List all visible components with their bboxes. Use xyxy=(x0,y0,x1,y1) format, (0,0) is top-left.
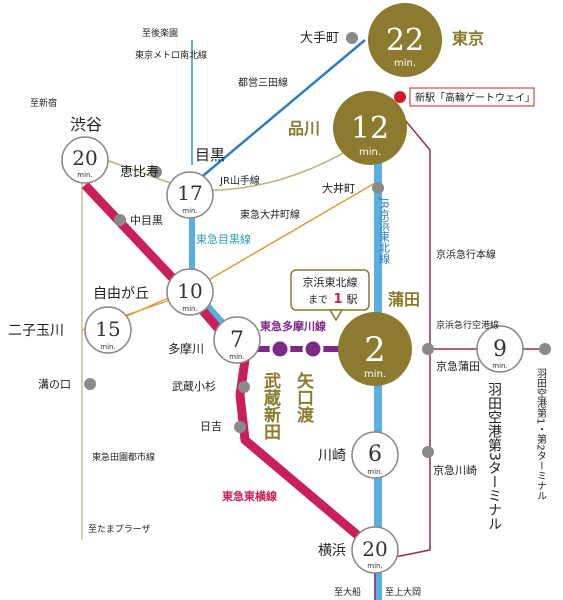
direction-tama-plaza: 至たまプラーザ xyxy=(88,524,151,535)
hub-kamata-name: 蒲田 xyxy=(388,290,420,309)
keikyu-airport-line-label: 京浜急行空港線 xyxy=(436,319,499,331)
mita-line-label: 都営三田線 xyxy=(238,76,288,89)
svg-text:17: 17 xyxy=(177,181,202,205)
meguro-line-label: 東急目黒線 xyxy=(196,232,251,246)
mita-line xyxy=(191,39,366,186)
otemachi-label: 大手町 xyxy=(300,31,339,46)
jiyugaoka-name: 自由が丘 xyxy=(93,286,149,302)
mizonokuchi-label: 溝の口 xyxy=(38,378,71,391)
station-dot-keikyu-kamata xyxy=(422,343,434,355)
svg-text:min.: min. xyxy=(367,562,382,570)
svg-text:min.: min. xyxy=(182,207,197,215)
time-station-tamagawa: 7 min. xyxy=(213,316,261,364)
time-station-meguro: 17 min. xyxy=(166,171,214,219)
svg-text:6: 6 xyxy=(368,442,382,467)
takanawa-box xyxy=(409,87,535,107)
station-dot-takanawa xyxy=(394,91,406,103)
svg-text:9: 9 xyxy=(493,337,507,362)
time-station-kawasaki: 6 min. xyxy=(351,431,399,479)
musashikosugi-label: 武蔵小杉 xyxy=(172,379,216,393)
futakotamagawa-name: 二子玉川 xyxy=(8,323,64,339)
hub-tokyo: 22 min. xyxy=(368,3,442,77)
haneda3-name: 羽田空港第3ターミナル xyxy=(486,382,502,531)
ebisu-label: 恵比寿 xyxy=(120,165,159,180)
svg-text:min.: min. xyxy=(367,468,382,476)
haneda12-label: 羽田空港第1・第2ターミナル xyxy=(535,368,547,501)
time-station-haneda3: 9 min. xyxy=(476,325,524,373)
callout-unit: 駅 xyxy=(347,293,358,306)
svg-text:15: 15 xyxy=(95,317,120,341)
time-station-yokohama: 20 min. xyxy=(351,526,399,574)
keihin-callout: 京浜東北線 まで 1 駅 xyxy=(290,269,370,322)
callout-made: まで xyxy=(308,294,328,306)
station-dot-ebisu xyxy=(150,166,162,178)
direction-kamiooka: 至上大岡 xyxy=(385,586,421,598)
svg-text:22: 22 xyxy=(386,23,424,58)
time-station-shibuya: 20 min. xyxy=(61,136,109,184)
hub-shinagawa-name: 品川 xyxy=(288,119,320,138)
station-dot-hiyoshi xyxy=(234,421,246,433)
svg-text:min.: min. xyxy=(100,343,115,351)
keikyu-main-line-label: 京浜急行本線 xyxy=(436,248,496,261)
time-station-jiyugaoka: 10 min. xyxy=(166,268,214,316)
svg-text:20: 20 xyxy=(72,146,97,170)
oimachi-line-label: 東急大井町線 xyxy=(240,208,300,221)
namboku-line-label: 東京メトロ南北線 xyxy=(135,49,207,61)
keikyu-kamata-label: 京急蒲田 xyxy=(436,359,480,373)
svg-text:min.: min. xyxy=(77,171,92,179)
station-dot-musashinitta xyxy=(269,338,291,360)
svg-text:2: 2 xyxy=(364,330,386,370)
toyoko-line-label: 東急東横線 xyxy=(222,489,277,503)
hub-kamata: 2 min. xyxy=(338,312,412,386)
station-dot-yaguchinowatashi xyxy=(302,338,324,360)
tamagawa-line-label: 東急多摩川線 xyxy=(260,319,326,333)
svg-text:min.: min. xyxy=(394,58,416,69)
shibuya-name: 渋谷 xyxy=(70,115,102,134)
direction-korakuen: 至後楽園 xyxy=(142,27,178,39)
time-station-futakotamagawa: 15 min. xyxy=(84,306,132,354)
svg-text:20: 20 xyxy=(362,537,387,561)
station-dot-otemachi xyxy=(346,32,358,44)
kawasaki-name: 川崎 xyxy=(318,448,346,464)
svg-text:min.: min. xyxy=(229,353,244,361)
station-dot-haneda12 xyxy=(539,343,551,355)
callout-line: 京浜東北線 xyxy=(303,275,358,289)
hub-shinagawa: 12 min. xyxy=(333,91,407,165)
yokohama-name: 横浜 xyxy=(318,543,346,559)
yaguchinowatashi-label: 矢口渡 xyxy=(293,371,314,424)
oimachi-label: 大井町 xyxy=(322,181,355,195)
direction-ofuna: 至大船 xyxy=(334,586,361,598)
station-dot-nakameguro xyxy=(114,214,126,226)
hub-tokyo-name: 東京 xyxy=(452,29,484,48)
nakameguro-label: 中目黒 xyxy=(130,214,163,227)
station-dot-musashikosugi xyxy=(238,381,250,393)
keikyu-kawasaki-label: 京急川崎 xyxy=(433,463,477,477)
yamanote-line-label: JR山手線 xyxy=(219,174,260,187)
musashinitta-label: 武蔵新田 xyxy=(260,371,281,440)
tamagawa-name: 多摩川 xyxy=(168,341,204,356)
takanawa-label: 新駅「高輪ゲートウェイ」 xyxy=(415,91,535,104)
svg-text:10: 10 xyxy=(177,279,202,303)
denentoshi-line-label: 東急田園都市線 xyxy=(92,451,155,463)
svg-text:min.: min. xyxy=(182,305,197,313)
station-dot-oimachi xyxy=(372,182,384,194)
station-dot-mizonokuchi xyxy=(84,378,96,390)
keihin-tohoku-line-label: JR京浜東北線 xyxy=(378,197,391,264)
svg-text:min.: min. xyxy=(359,147,381,158)
svg-text:min.: min. xyxy=(492,362,507,370)
station-dot-keikyu-kawasaki xyxy=(422,446,434,458)
svg-text:12: 12 xyxy=(351,111,389,146)
callout-count: 1 xyxy=(333,292,342,307)
svg-text:min.: min. xyxy=(364,369,386,380)
hiyoshi-label: 日吉 xyxy=(200,420,222,433)
meguro-name: 目黒 xyxy=(195,146,225,164)
svg-text:7: 7 xyxy=(230,328,244,353)
direction-shinjuku: 至新宿 xyxy=(30,97,57,109)
